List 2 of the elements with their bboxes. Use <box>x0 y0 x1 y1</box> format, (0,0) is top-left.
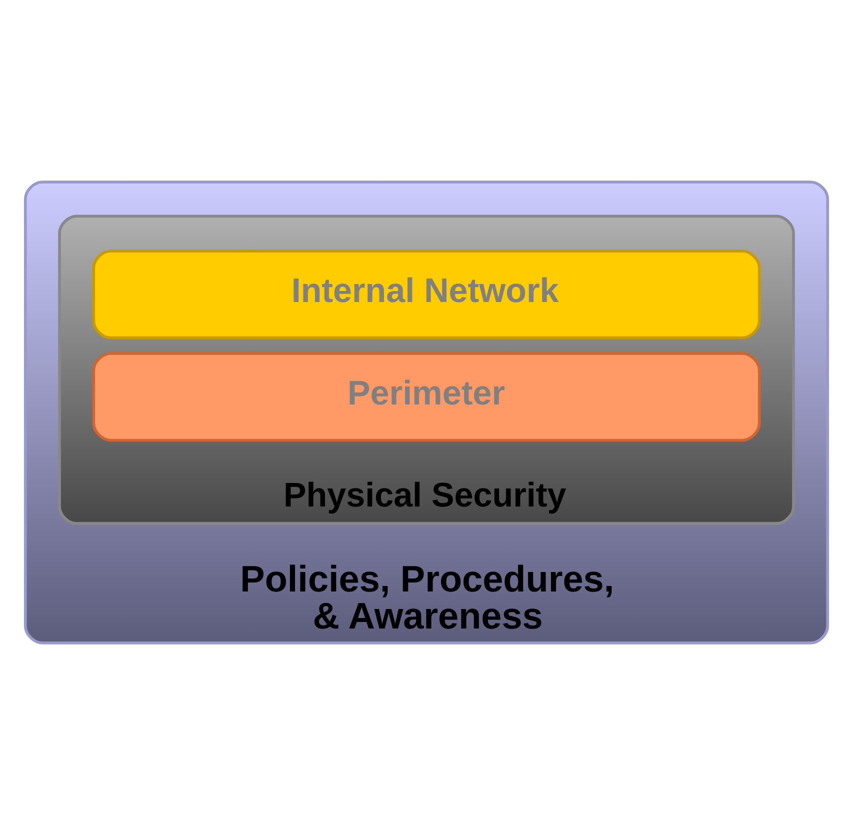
node-box: Perimeter <box>92 352 761 442</box>
node-box: Internal Network <box>92 249 761 339</box>
